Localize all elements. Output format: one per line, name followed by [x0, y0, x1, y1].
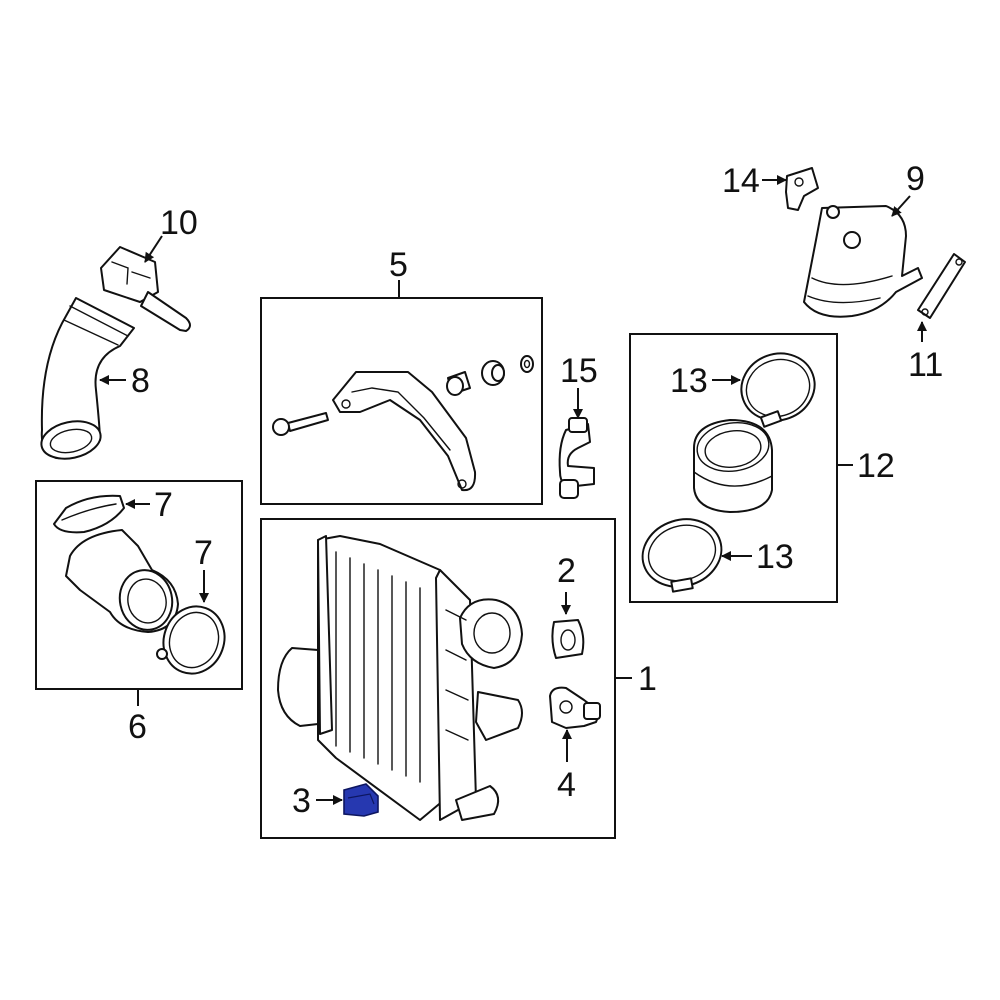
valve-part-4[interactable] [549, 686, 601, 729]
gasket-part-11[interactable] [917, 253, 966, 319]
grommet-part-5[interactable] [481, 360, 505, 386]
clamp-lower-part-7[interactable] [154, 598, 234, 682]
callout-7a: 7 [154, 486, 173, 524]
callout-10: 10 [160, 204, 198, 242]
seal-part-2[interactable] [551, 619, 585, 659]
clamp-upper-part-13[interactable] [732, 343, 824, 430]
duct-part-8[interactable] [38, 297, 135, 464]
callout-8: 8 [131, 362, 150, 400]
leader-10 [144, 235, 163, 263]
callout-12: 12 [857, 447, 895, 485]
bolt-part-5[interactable] [272, 412, 329, 436]
callout-2: 2 [557, 552, 576, 590]
callout-5: 5 [389, 246, 408, 284]
pipe-part-12[interactable] [693, 418, 773, 513]
callout-15: 15 [560, 352, 598, 390]
clamp-lower-part-13[interactable] [634, 509, 730, 596]
callout-6: 6 [128, 708, 147, 746]
callout-11: 11 [908, 346, 943, 384]
mount-part-3-highlighted[interactable] [343, 783, 379, 817]
sensor-part-10[interactable] [100, 246, 191, 332]
ring-part-5[interactable] [520, 355, 534, 373]
hose-part-15[interactable] [558, 417, 595, 499]
leader-9 [891, 195, 911, 217]
bracket-part-5[interactable] [332, 371, 477, 492]
group-frame-12 [629, 333, 838, 603]
intercooler-part-1[interactable] [277, 535, 523, 821]
housing-part-9[interactable] [803, 205, 923, 318]
callout-7b: 7 [194, 534, 213, 572]
callout-1: 1 [638, 660, 657, 698]
clamp-upper-part-7[interactable] [53, 494, 125, 534]
washer-sleeve-part-5[interactable] [446, 371, 471, 396]
group-frame-5 [260, 297, 543, 505]
outlet-part-6[interactable] [65, 529, 179, 635]
callout-14: 14 [722, 162, 760, 200]
callout-13a: 13 [670, 362, 708, 400]
sensor-part-14[interactable] [785, 167, 819, 211]
callout-9: 9 [906, 160, 925, 198]
callout-4: 4 [557, 766, 576, 804]
callout-13b: 13 [756, 538, 794, 576]
callout-3: 3 [292, 782, 311, 820]
